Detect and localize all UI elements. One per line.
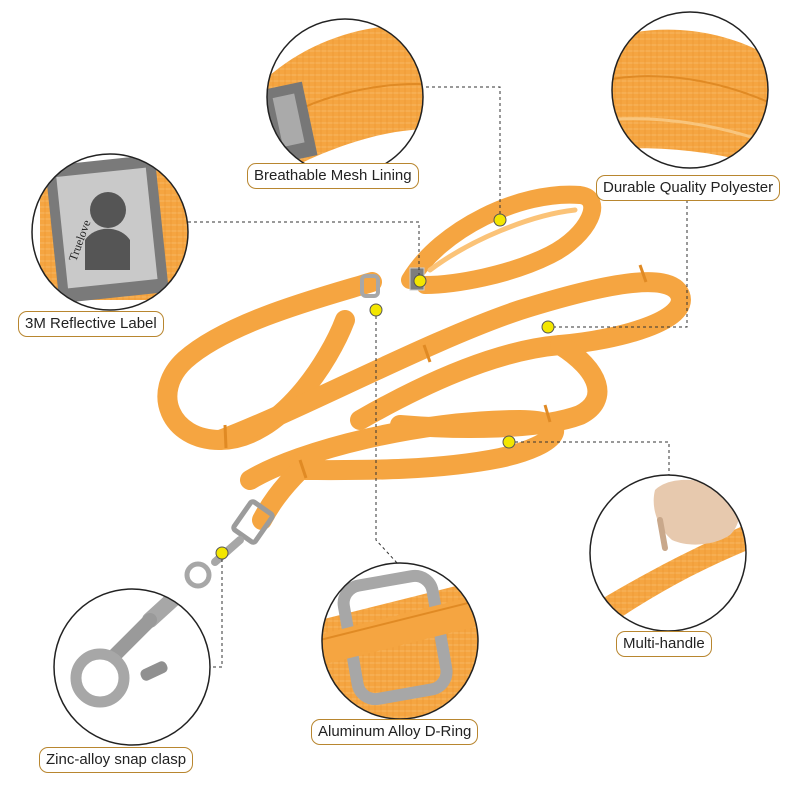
connector-mesh [420,86,501,220]
connector-dring [375,310,399,565]
marker-dring [369,303,383,317]
feature-markers [215,213,555,560]
connector-clasp [210,553,223,668]
dog-logo-icon [90,192,126,228]
leash-d-ring [360,274,380,298]
label-multi-handle: Multi-handle [616,631,712,657]
callout-snap-clasp [53,588,211,746]
connector-polyester [548,200,688,328]
marker-polyester [541,320,555,334]
marker-mesh [493,213,507,227]
label-durable-polyester: Durable Quality Polyester [596,175,781,201]
clasp-hook-icon [70,648,130,708]
connector-reflective [188,221,420,280]
callout-reflective-label: Truelove [31,153,189,311]
leash-strap-lower-handle [240,409,564,490]
label-breathable-mesh-lining: Breathable Mesh Lining [247,163,419,189]
callout-d-ring [321,562,479,720]
leash-strap-left-loop [157,272,382,451]
callout-mesh-lining [266,18,424,176]
stitch-bars [223,264,648,479]
hand-icon [653,479,740,545]
marker-clasp [215,546,229,560]
callout-multi-handle [589,474,747,632]
callout-polyester [611,11,769,169]
marker-reflective [413,274,427,288]
leash-strap-middle [210,272,691,450]
label-d-ring: Aluminum Alloy D-Ring [311,719,479,745]
label-reflective: 3M Reflective Label [18,311,164,337]
leash [157,185,691,589]
leash-tail [252,460,310,530]
label-snap-clasp: Zinc-alloy snap clasp [39,747,194,773]
top-handle-loop [401,185,602,294]
connector-handle [509,441,670,475]
marker-handle [502,435,516,449]
connector-lines [188,86,688,668]
